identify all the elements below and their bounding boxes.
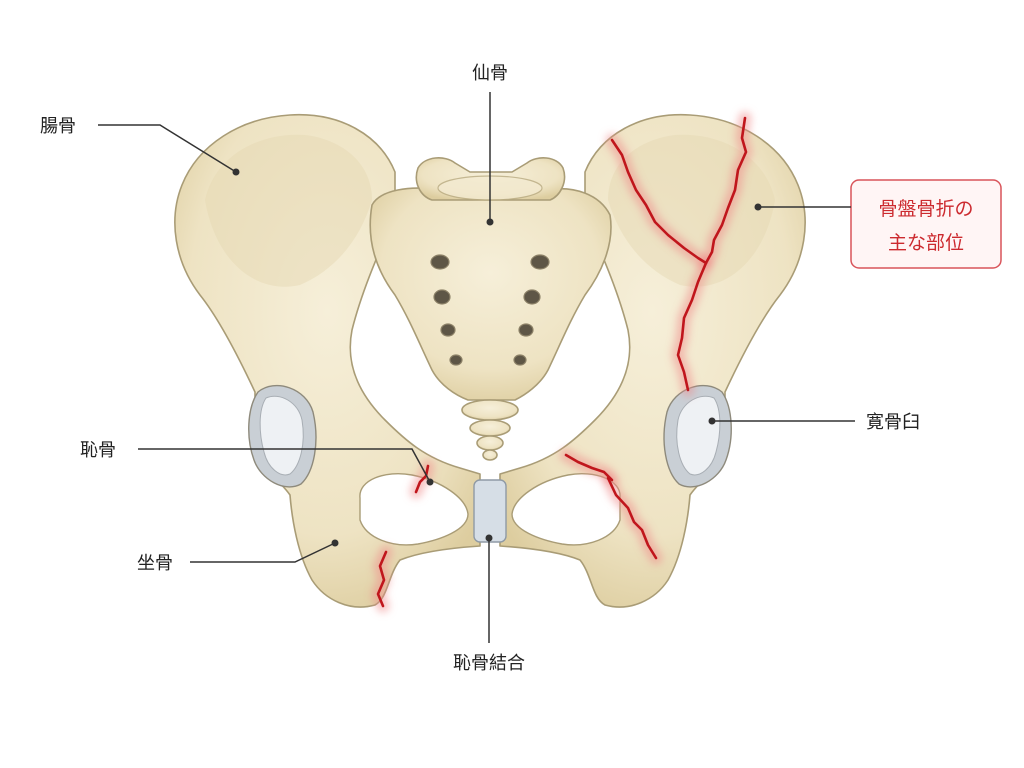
sacral-foramen (513, 354, 527, 366)
right-acetabulum-inner (676, 395, 721, 476)
fracture-line-left-ischial (376, 550, 388, 608)
label-ischium: 坐骨 (137, 553, 173, 574)
leader-dot-sacrum (486, 218, 494, 226)
left-iliac-fossa (205, 134, 372, 287)
leader-dot-ilium (232, 168, 240, 176)
coccyx-segment (469, 419, 511, 437)
leader-ilium (98, 124, 237, 173)
left-acetabulum-inner (259, 395, 304, 476)
label-ilium: 腸骨 (40, 116, 76, 137)
fracture-line-right-pubic-ramus (564, 453, 614, 482)
label-sacrum: 仙骨 (472, 63, 508, 84)
leader-ischium (190, 542, 336, 563)
fracture-line-left-pubic (414, 464, 430, 494)
fracture-line-right-ischial (606, 476, 658, 560)
label-acetabulum: 寛骨臼 (866, 412, 920, 433)
sacral-foramen (430, 254, 450, 270)
leader-dot-callout (754, 203, 762, 211)
leader-dot-ischium (331, 539, 339, 547)
coccyx-segment (482, 449, 498, 461)
left-obturator-foramen (359, 473, 469, 546)
fracture-lines (376, 116, 748, 608)
sacral-foramen (518, 323, 534, 337)
leader-dot-pubic-symphysis (485, 534, 493, 542)
sacral-foramen (440, 323, 456, 337)
fracture-line-iliac-crest (704, 116, 748, 265)
sacral-foramen (523, 289, 541, 305)
coccyx-segment (461, 399, 519, 421)
leader-pubis (138, 448, 431, 483)
sacral-foramen (433, 289, 451, 305)
leader-dot-acetabulum (708, 417, 716, 425)
sacral-foramen (530, 254, 550, 270)
left-hip-bone (174, 113, 481, 608)
callout-box (850, 179, 1002, 269)
coccyx-segment (476, 435, 504, 451)
sacrum-body (369, 187, 612, 401)
right-hip-bone (499, 113, 806, 608)
right-obturator-foramen (511, 473, 621, 546)
pubic-symphysis-cartilage (473, 479, 507, 543)
label-pubis: 恥骨 (80, 440, 116, 461)
callout-line-2: 主な部位 (888, 232, 964, 254)
label-pubic-symphysis: 恥骨結合 (453, 653, 525, 674)
sacral-foramen (449, 354, 463, 366)
fracture-line-iliac-wing-upper (610, 138, 708, 265)
callout-line-1: 骨盤骨折の (878, 198, 973, 220)
leader-dot-pubis (426, 478, 434, 486)
fracture-site-callout: 骨盤骨折の 主な部位 (850, 179, 1002, 269)
fracture-line-iliac-body (676, 261, 708, 392)
